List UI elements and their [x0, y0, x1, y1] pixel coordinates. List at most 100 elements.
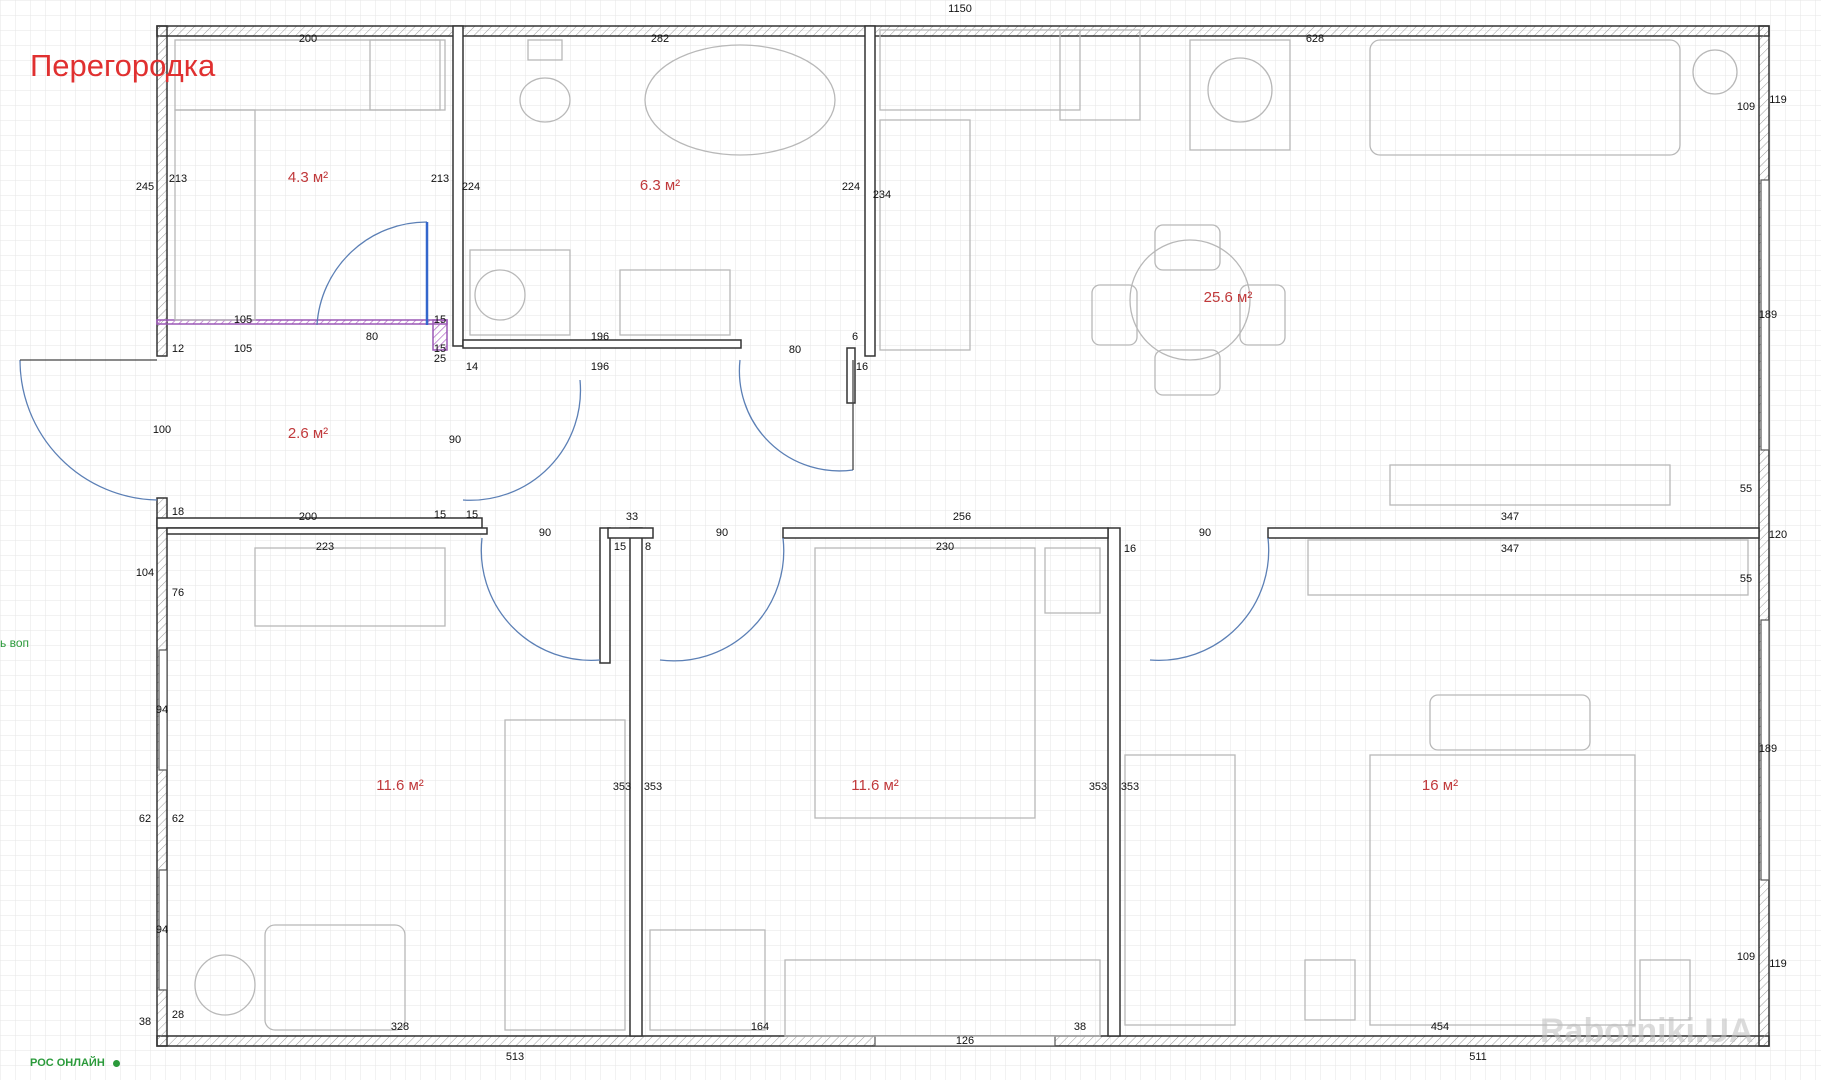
wall-room1-room2: [629, 527, 643, 1037]
dimension-right-119b: 119: [1769, 958, 1787, 970]
wall-left-lower: [156, 497, 168, 1047]
dimension-right-189a: 189: [1759, 309, 1777, 321]
door-swings: [19, 221, 1270, 662]
dimension-r3-454: 454: [1431, 1021, 1449, 1033]
armchair-room1: [264, 924, 406, 1031]
dimension-r2-353c: 353: [1089, 781, 1107, 793]
interior-walls: [156, 25, 1760, 1037]
dimension-part-16a: 16: [856, 361, 868, 373]
dimension-bath-196b: 196: [591, 361, 609, 373]
dimension-part-15b: 15: [434, 343, 446, 355]
wall-room2-top: [782, 527, 1109, 539]
window-room3: [1760, 619, 1770, 881]
dimension-door-90b: 90: [716, 527, 728, 539]
washing-drum: [474, 269, 526, 321]
dimension-bath-left: 224: [462, 181, 480, 193]
dimension-r3-347b: 347: [1501, 543, 1519, 555]
dimension-r1-328: 328: [391, 1021, 409, 1033]
dimension-hall-18: 18: [172, 506, 184, 518]
chair-left: [1091, 284, 1138, 346]
wardrobe-shelves: [174, 39, 446, 111]
wall-wardrobe-bath: [452, 25, 464, 347]
dimension-hall-200: 200: [299, 511, 317, 523]
dimension-door-90c: 90: [1199, 527, 1211, 539]
wall-bath-kitchen: [864, 25, 876, 357]
room-area-room-middle: 11.6 м²: [851, 777, 899, 794]
watermark: Rabotniki.UA: [1540, 1012, 1754, 1050]
room-area-kitchen-living: 25.6 м²: [1204, 289, 1253, 306]
bathtub: [644, 44, 836, 156]
dimension-r1-223: 223: [316, 541, 334, 553]
sink: [619, 269, 731, 336]
dimension-left-76: 76: [172, 587, 184, 599]
room-area-room-left: 11.6 м²: [376, 777, 424, 794]
wardrobe-room3: [1124, 754, 1236, 1026]
sofa-living: [1369, 39, 1681, 156]
dimension-r-15e: 15: [614, 541, 626, 553]
dimension-part-14: 14: [466, 361, 478, 373]
bed-room3: [1369, 754, 1636, 1026]
dimension-bot-513: 513: [506, 1051, 524, 1063]
dimension-hall-100: 100: [153, 424, 171, 436]
dimension-left-62a: 62: [139, 813, 151, 825]
room-area-bathroom: 6.3 м²: [640, 177, 680, 194]
fridge-top: [1207, 57, 1273, 123]
kitchen-cabinets: [879, 119, 971, 351]
dimension-bath-top: 282: [651, 33, 669, 45]
dimension-r3-38: 38: [1074, 1021, 1086, 1033]
dimension-right-189b: 189: [1759, 743, 1777, 755]
furniture: [174, 29, 1749, 1037]
sofa-room1: [504, 719, 626, 1031]
nightstand-room3-a: [1304, 959, 1356, 1021]
dimension-wardrobe-left: 245: [136, 181, 154, 193]
bench-room3: [1429, 694, 1591, 751]
wardrobe-rack: [174, 109, 256, 321]
dimension-left-28: 28: [172, 1009, 184, 1021]
dimension-part-105a: 105: [234, 314, 252, 326]
status-dot-icon: [112, 1059, 120, 1067]
fridge: [1189, 39, 1291, 151]
wall-bath-bottom: [462, 339, 742, 349]
room-area-room-right: 16 м²: [1422, 777, 1458, 794]
dimension-part-6: 6: [852, 331, 858, 343]
dimension-right-109b: 109: [1737, 951, 1755, 963]
dimension-part-15a: 15: [434, 314, 446, 326]
dimension-kitchen-top: 628: [1306, 33, 1324, 45]
room-area-hall: 2.6 м²: [288, 425, 328, 442]
window-room1-a: [158, 649, 168, 771]
dimension-bot-511: 511: [1469, 1051, 1487, 1063]
dimension-liv-347a: 347: [1501, 511, 1519, 523]
dimension-top-total: 1150: [948, 3, 972, 15]
dimension-r1-353a: 353: [613, 781, 631, 793]
dimension-bath-right: 224: [842, 181, 860, 193]
dimension-door-80a: 80: [366, 331, 378, 343]
room1-door-arc: [480, 537, 601, 661]
dimension-hall-33: 33: [626, 511, 638, 523]
dimension-room-256: 256: [953, 511, 971, 523]
status-indicator: РОС ОНЛАЙН: [30, 1057, 120, 1069]
partition-post: [432, 319, 448, 351]
room-area-wardrobe: 4.3 м²: [288, 169, 328, 186]
window-living: [1760, 179, 1770, 451]
partition-caption: Перегородка: [30, 48, 216, 83]
wall-right: [1758, 25, 1770, 1047]
dimension-part-12: 12: [172, 343, 184, 355]
dimension-right-109a: 109: [1737, 101, 1755, 113]
status-text: РОС ОНЛАЙН: [30, 1057, 105, 1069]
bed-room2: [814, 547, 1036, 819]
room2-door-arc: [659, 537, 785, 662]
dimension-r3-353d: 353: [1121, 781, 1139, 793]
room3-door-arc: [1149, 537, 1270, 661]
dimension-door-80b: 80: [789, 344, 801, 356]
kitchen-door-arc: [738, 359, 854, 472]
dining-table: [1129, 239, 1251, 361]
kitchen-counter: [879, 29, 1081, 111]
dimension-wardrobe-h2: 213: [431, 173, 449, 185]
dimension-r-16b: 16: [1124, 543, 1136, 555]
wall-left-upper: [156, 25, 168, 357]
wall-room2-room3: [1107, 527, 1121, 1037]
chair-bottom: [1154, 349, 1221, 396]
window-room1-b: [158, 869, 168, 991]
cooktop: [1059, 29, 1141, 121]
